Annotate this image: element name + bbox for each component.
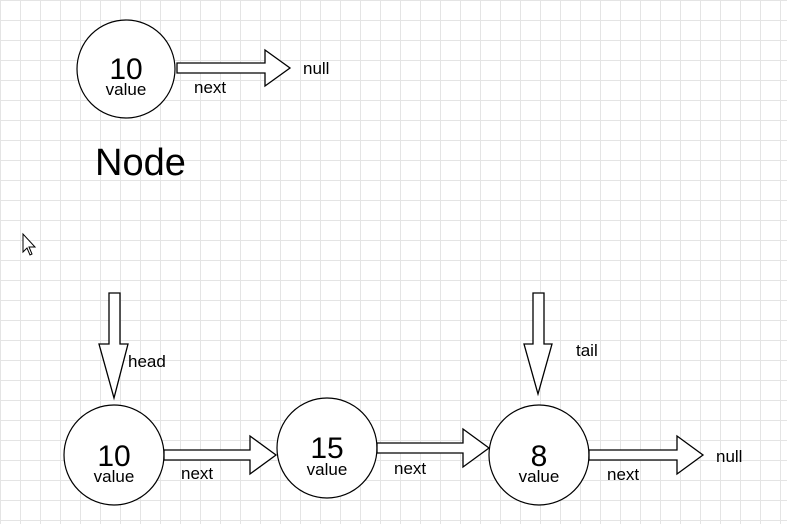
single-node-null-label: null — [303, 59, 329, 78]
next-label-2: next — [394, 459, 426, 478]
tail-label: tail — [576, 341, 598, 360]
single-node-next-label: next — [194, 78, 226, 97]
single-node-value-label: value — [106, 80, 147, 99]
head-pointer: head — [98, 292, 166, 401]
list-node-value: 10 — [97, 440, 130, 473]
single-node-value: 10 — [109, 53, 142, 86]
head-label: head — [128, 352, 166, 371]
single-node: 10 value next null Node — [76, 19, 329, 184]
list-node-1: 10 value — [63, 404, 165, 506]
node-caption: Node — [95, 142, 186, 184]
next-arrow-1 — [163, 434, 278, 476]
list-node-value: 15 — [310, 432, 343, 465]
next-arrow-3 — [588, 434, 705, 476]
list-node-value-label: value — [307, 460, 348, 479]
next-label-1: next — [181, 464, 213, 483]
tail-arrow — [523, 292, 553, 397]
list-null-label: null — [716, 447, 742, 466]
tail-pointer: tail — [523, 292, 598, 397]
list-node-3: 8 value — [488, 404, 590, 506]
list-node-2: 15 value — [276, 397, 378, 499]
list-node-value: 8 — [531, 440, 548, 473]
mouse-cursor-icon — [22, 232, 37, 256]
next-arrow-2 — [376, 427, 491, 469]
head-arrow — [98, 292, 129, 401]
list-node-value-label: value — [94, 467, 135, 486]
single-node-next-arrow — [176, 48, 292, 88]
next-label-3: next — [607, 465, 639, 484]
list-node-value-label: value — [519, 467, 560, 486]
single-node-circle — [76, 19, 176, 119]
